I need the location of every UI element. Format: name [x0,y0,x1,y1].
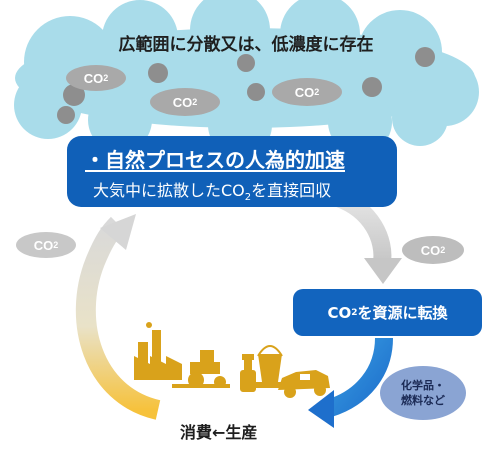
bottle-icon [240,354,256,392]
return-arrow [75,214,161,420]
conversion-arrow [308,337,393,428]
products-line-1: 化学品・ [401,379,445,392]
dot [415,47,435,67]
factory-icon [134,322,182,380]
capture-arrow [334,189,402,284]
car-icon [278,370,330,398]
main-box-title: ・自然プロセスの人為的加速 [85,148,345,172]
dot [362,77,382,97]
cloud-dots [57,47,435,124]
direct-air-capture-box: ・自然プロセスの人為的加速 大気中に拡散したCO2を直接回収 [67,136,397,207]
products-line-2: 燃料など [401,394,445,407]
cloud-title: 広範囲に分散又は、低濃度に存在 [118,35,374,55]
dot [63,84,85,106]
bucket-icon [256,345,284,388]
dot [237,54,255,72]
tractor-icon [172,350,230,388]
cloud-shape [14,0,479,157]
consumption-label: 消費←生産 [180,423,258,442]
main-box-subtitle: 大気中に拡散したCO2を直接回収 [93,181,332,204]
dot [57,106,75,124]
dot [247,83,265,101]
dot [148,63,168,83]
products-bubble: 化学品・ 燃料など [380,366,466,420]
